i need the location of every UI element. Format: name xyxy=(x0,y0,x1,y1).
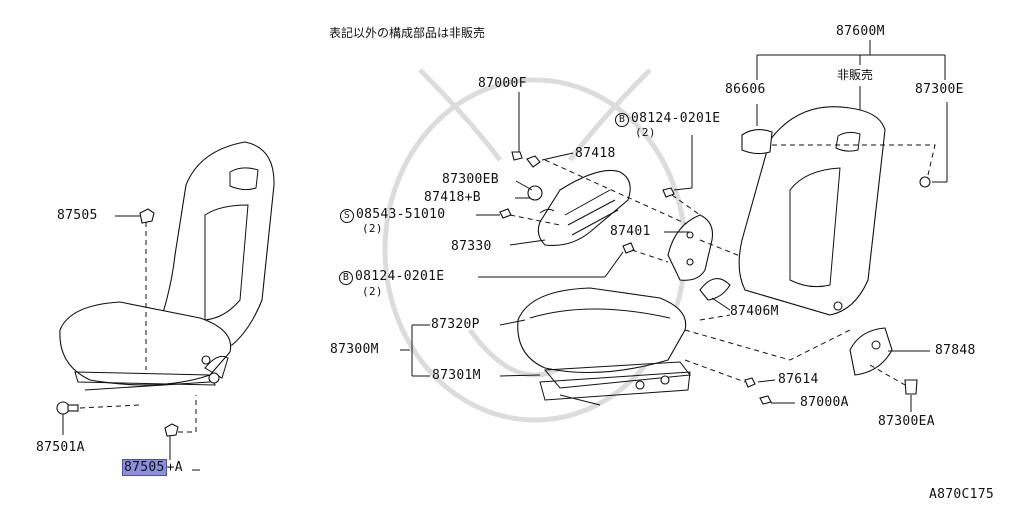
knob-87300ea-shape xyxy=(904,379,918,395)
not-sold-note: 表記以外の構成部品は非販売 xyxy=(329,26,486,40)
bracket-87401-shape xyxy=(667,214,714,281)
part-label-87000f[interactable]: 87000F xyxy=(478,76,527,91)
part-label-87300ea[interactable]: 87300EA xyxy=(878,414,935,429)
part-label-87300eb[interactable]: 87300EB xyxy=(442,172,499,187)
part-label-87330[interactable]: 87330 xyxy=(451,239,492,254)
part-label-87300e[interactable]: 87300E xyxy=(915,82,964,97)
part-label-87301m[interactable]: 87301M xyxy=(432,368,481,383)
part-label-87501a[interactable]: 87501A xyxy=(36,440,85,455)
not-sold-label: 非販売 xyxy=(837,68,874,82)
bolt-number-upper: 08124-0201E xyxy=(631,111,721,126)
bolt-qty-upper: (2) xyxy=(635,126,656,139)
bolt-qty-lower: (2) xyxy=(362,285,383,298)
screw-s-icon: S xyxy=(340,209,354,223)
bolt-b-icon: B xyxy=(339,271,353,285)
screw-qty: (2) xyxy=(362,222,383,235)
bolt-b-icon: B xyxy=(615,113,629,127)
highlighted-part-number: 87505 xyxy=(122,459,167,476)
cover-87848-shape xyxy=(849,327,893,376)
clip-87505a-shape xyxy=(164,423,179,437)
part-label-87000a[interactable]: 87000A xyxy=(800,395,849,410)
bezel-86606-shape xyxy=(741,129,773,155)
part-label-87505a[interactable]: 87505+A xyxy=(122,459,183,476)
bolt-87501a-shape xyxy=(56,401,79,415)
part-label-87401[interactable]: 87401 xyxy=(610,224,651,239)
part-label-87418b[interactable]: 87418+B xyxy=(424,190,481,205)
part-label-86606[interactable]: 86606 xyxy=(725,82,766,97)
part-label-87418[interactable]: 87418 xyxy=(575,146,616,161)
screw-number: 08543-51010 xyxy=(356,207,446,222)
part-suffix: +A xyxy=(166,460,183,475)
complete-seat-drawing xyxy=(59,141,275,391)
clip-87505-shape xyxy=(139,208,155,224)
diagram-id: A870C175 xyxy=(929,487,995,502)
bolt-number-lower: 08124-0201E xyxy=(355,269,445,284)
part-label-87406m[interactable]: 87406M xyxy=(730,304,779,319)
part-label-87320p[interactable]: 87320P xyxy=(431,317,480,332)
cover-87406m-shape xyxy=(699,278,731,301)
seatback-drawing xyxy=(738,106,886,316)
part-label-87848[interactable]: 87848 xyxy=(935,343,976,358)
part-label-87505[interactable]: 87505 xyxy=(57,208,98,223)
recliner-drawing xyxy=(511,151,631,247)
seat-cushion-drawing xyxy=(517,287,691,406)
part-label-87614[interactable]: 87614 xyxy=(778,372,819,387)
part-label-87300m[interactable]: 87300M xyxy=(330,342,379,357)
grommet-87300e-shape xyxy=(919,176,931,188)
part-label-87600m[interactable]: 87600M xyxy=(836,24,885,39)
